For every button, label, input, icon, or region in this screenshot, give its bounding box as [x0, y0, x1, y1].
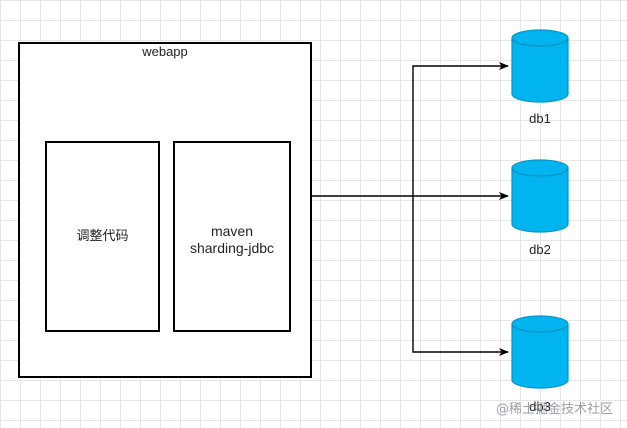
- database-label-db1: db1: [529, 111, 551, 126]
- database-label-db2: db2: [529, 242, 551, 257]
- sharding-jdbc-label: maven sharding-jdbc: [173, 223, 291, 257]
- webapp-title: webapp: [142, 44, 188, 59]
- code-adjust-label: 调整代码: [76, 228, 129, 244]
- connector-to-db3: [412, 196, 509, 356]
- database-icon-db3: [511, 315, 569, 389]
- sharding-jdbc-box: [173, 141, 291, 332]
- connector-to-db1: [412, 62, 509, 196]
- database-icon-db1: [511, 29, 569, 103]
- database-icon-db2: [511, 159, 569, 233]
- lib-line-sharding-jdbc: sharding-jdbc: [189, 240, 275, 256]
- code-adjust-box: [45, 141, 160, 332]
- lib-line-maven: maven: [210, 223, 254, 239]
- database-label-db3: db3: [529, 399, 551, 414]
- watermark-text: @稀土掘金技术社区: [496, 402, 614, 417]
